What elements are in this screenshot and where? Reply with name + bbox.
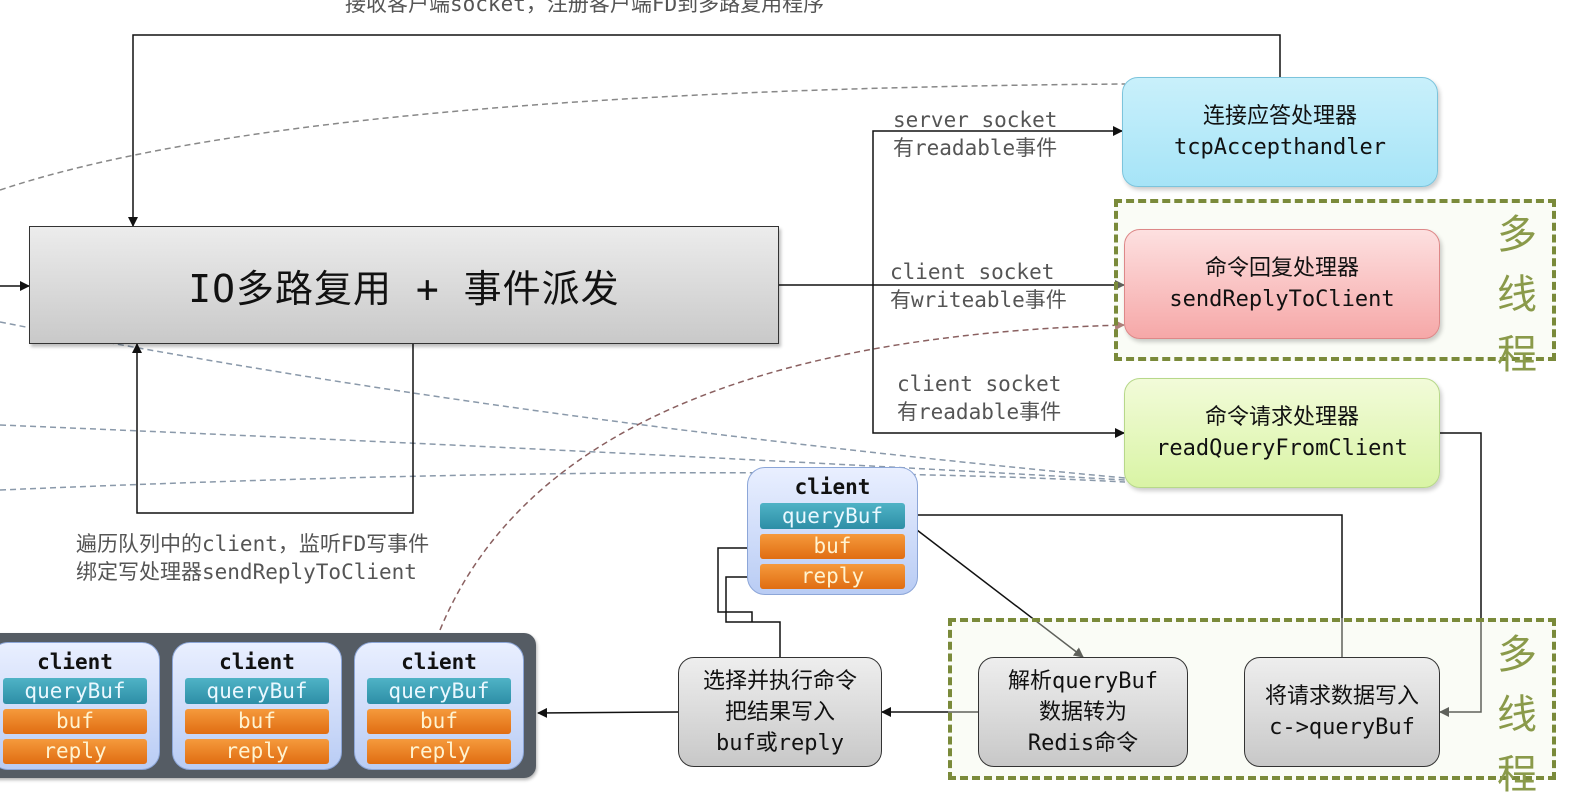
parse-querybuf-box: 解析queryBuf 数据转为 Redis命令 bbox=[978, 657, 1188, 767]
edge-label-line: server socket bbox=[893, 108, 1058, 132]
traverse-note: 遍历队列中的client，监听FD写事件 绑定写处理器sendReplyToCl… bbox=[76, 530, 429, 586]
wire-traverse-loop bbox=[132, 343, 414, 514]
queue-client: client queryBuf buf reply bbox=[354, 642, 524, 770]
reply-handler-box: 命令回复处理器 sendReplyToClient bbox=[1124, 229, 1440, 339]
dashed-curve-2 bbox=[0, 424, 1126, 481]
mt-char: 线 bbox=[1497, 692, 1537, 738]
wire-accept-to-io bbox=[128, 34, 1281, 227]
handler-func: readQueryFromClient bbox=[1156, 436, 1408, 461]
accept-register-label: 接收客户端socket，注册客户端FD到多路复用程序 bbox=[345, 0, 825, 16]
handler-func: sendReplyToClient bbox=[1169, 287, 1395, 312]
edge-label-client-readable: client socket 有readable事件 bbox=[897, 370, 1061, 426]
buf-field: buf bbox=[2, 709, 148, 734]
mt-char: 线 bbox=[1497, 272, 1537, 318]
step-line: Redis命令 bbox=[1027, 730, 1139, 756]
accept-handler-box: 连接应答处理器 tcpAccepthandler bbox=[1122, 77, 1438, 187]
read-handler-box: 命令请求处理器 readQueryFromClient bbox=[1124, 378, 1440, 488]
write-querybuf-box: 将请求数据写入 c->queryBuf bbox=[1244, 657, 1440, 767]
io-multiplexing-box: IO多路复用 + 事件派发 bbox=[29, 226, 779, 344]
note-line: 绑定写处理器sendReplyToClient bbox=[76, 560, 417, 584]
edge-label-line: client socket bbox=[897, 372, 1062, 396]
client-struct: client queryBuf buf reply bbox=[747, 467, 918, 595]
note-line: 遍历队列中的client，监听FD写事件 bbox=[76, 532, 430, 556]
mt-char: 程 bbox=[1497, 752, 1537, 798]
mt-char: 多 bbox=[1497, 212, 1537, 258]
buf-field: buf bbox=[759, 534, 906, 559]
dashed-curve-3 bbox=[0, 471, 1126, 491]
step-line: c->queryBuf bbox=[1269, 715, 1415, 740]
step-line: 将请求数据写入 bbox=[1264, 684, 1419, 709]
edge-label-line: client socket bbox=[890, 260, 1055, 284]
client-title: client bbox=[37, 650, 113, 674]
step-line: buf或reply bbox=[716, 730, 844, 756]
handler-title: 命令回复处理器 bbox=[1204, 256, 1359, 281]
edge-label-client-writeable: client socket 有writeable事件 bbox=[890, 258, 1067, 314]
buf-field: buf bbox=[366, 709, 512, 734]
querybuf-field: queryBuf bbox=[2, 678, 148, 704]
step-line: 解析queryBuf bbox=[1008, 668, 1158, 694]
mt-char: 程 bbox=[1497, 332, 1537, 378]
mt-char: 多 bbox=[1497, 632, 1537, 678]
client-title: client bbox=[219, 650, 295, 674]
reply-field: reply bbox=[184, 739, 330, 764]
step-line: 选择并执行命令 bbox=[702, 668, 857, 694]
querybuf-field: queryBuf bbox=[366, 678, 512, 704]
edge-label-line: 有writeable事件 bbox=[890, 288, 1067, 312]
client-title: client bbox=[401, 650, 477, 674]
queue-client: client queryBuf buf reply bbox=[0, 642, 160, 770]
client-title: client bbox=[794, 475, 871, 499]
multi-thread-label: 多 线 程 bbox=[1495, 625, 1539, 805]
handler-func: tcpAccepthandler bbox=[1174, 135, 1386, 160]
step-line: 数据转为 bbox=[1038, 699, 1127, 725]
buf-field: buf bbox=[184, 709, 330, 734]
reply-field: reply bbox=[366, 739, 512, 764]
handler-title: 命令请求处理器 bbox=[1204, 405, 1359, 430]
querybuf-field: queryBuf bbox=[184, 678, 330, 704]
step-line: 把结果写入 bbox=[724, 699, 835, 725]
querybuf-field: queryBuf bbox=[759, 503, 906, 529]
execute-command-box: 选择并执行命令 把结果写入 buf或reply bbox=[678, 657, 882, 767]
reply-field: reply bbox=[759, 564, 906, 589]
handler-title: 连接应答处理器 bbox=[1202, 104, 1357, 129]
edge-label-line: 有readable事件 bbox=[893, 136, 1058, 160]
multi-thread-label: 多 线 程 bbox=[1495, 205, 1539, 385]
reply-field: reply bbox=[2, 739, 148, 764]
queue-client: client queryBuf buf reply bbox=[172, 642, 342, 770]
edge-label-line: 有readable事件 bbox=[897, 400, 1062, 424]
edge-label-server-readable: server socket 有readable事件 bbox=[893, 106, 1057, 162]
